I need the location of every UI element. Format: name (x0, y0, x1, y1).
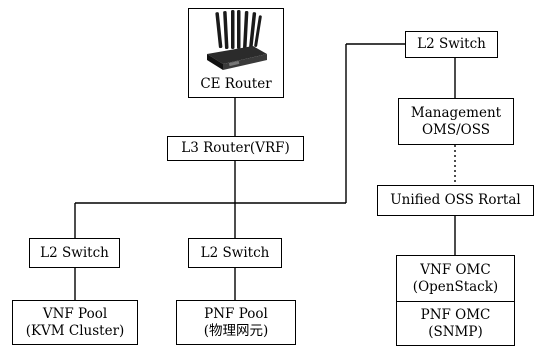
pnf-omc-label-line2: (SNMP) (428, 323, 483, 340)
l2-switch-mid-node: L2 Switch (188, 238, 282, 268)
unified-oss-node: Unified OSS Rortal (377, 185, 534, 216)
ce-router-label: CE Router (200, 76, 272, 92)
pnf-pool-label-line2: (物理网元) (203, 322, 269, 339)
management-node: Management OMS/OSS (398, 98, 514, 145)
l2-switch-top-label: L2 Switch (417, 36, 486, 52)
management-label-line1: Management (410, 104, 502, 121)
l2-switch-left-node: L2 Switch (29, 238, 120, 268)
pnf-omc-node: PNF OMC (SNMP) (396, 301, 515, 346)
l2-switch-left-label: L2 Switch (40, 244, 109, 261)
router-with-antennas-icon (207, 10, 267, 70)
pnf-pool-node: PNF Pool (物理网元) (176, 300, 296, 345)
vnf-omc-label-line2: (OpenStack) (412, 278, 499, 295)
vnf-pool-label-line1: VNF Pool (42, 305, 108, 322)
l2-switch-top-node: L2 Switch (405, 31, 498, 58)
vnf-pool-node: VNF Pool (KVM Cluster) (12, 300, 138, 345)
pnf-pool-label-line1: PNF Pool (204, 305, 268, 322)
unified-oss-label: Unified OSS Rortal (390, 192, 521, 208)
l2-switch-mid-label: L2 Switch (200, 244, 270, 261)
vnf-omc-node: VNF OMC (OpenStack) (396, 255, 515, 302)
vnf-pool-label-line2: (KVM Cluster) (25, 322, 125, 339)
l3-router-label: L3 Router(VRF) (181, 140, 290, 156)
vnf-omc-label-line1: VNF OMC (420, 261, 491, 278)
management-label-line2: OMS/OSS (421, 121, 490, 138)
l3-router-node: L3 Router(VRF) (167, 136, 304, 161)
ce-router-node: CE Router (188, 8, 284, 98)
pnf-omc-label-line1: PNF OMC (420, 306, 491, 323)
